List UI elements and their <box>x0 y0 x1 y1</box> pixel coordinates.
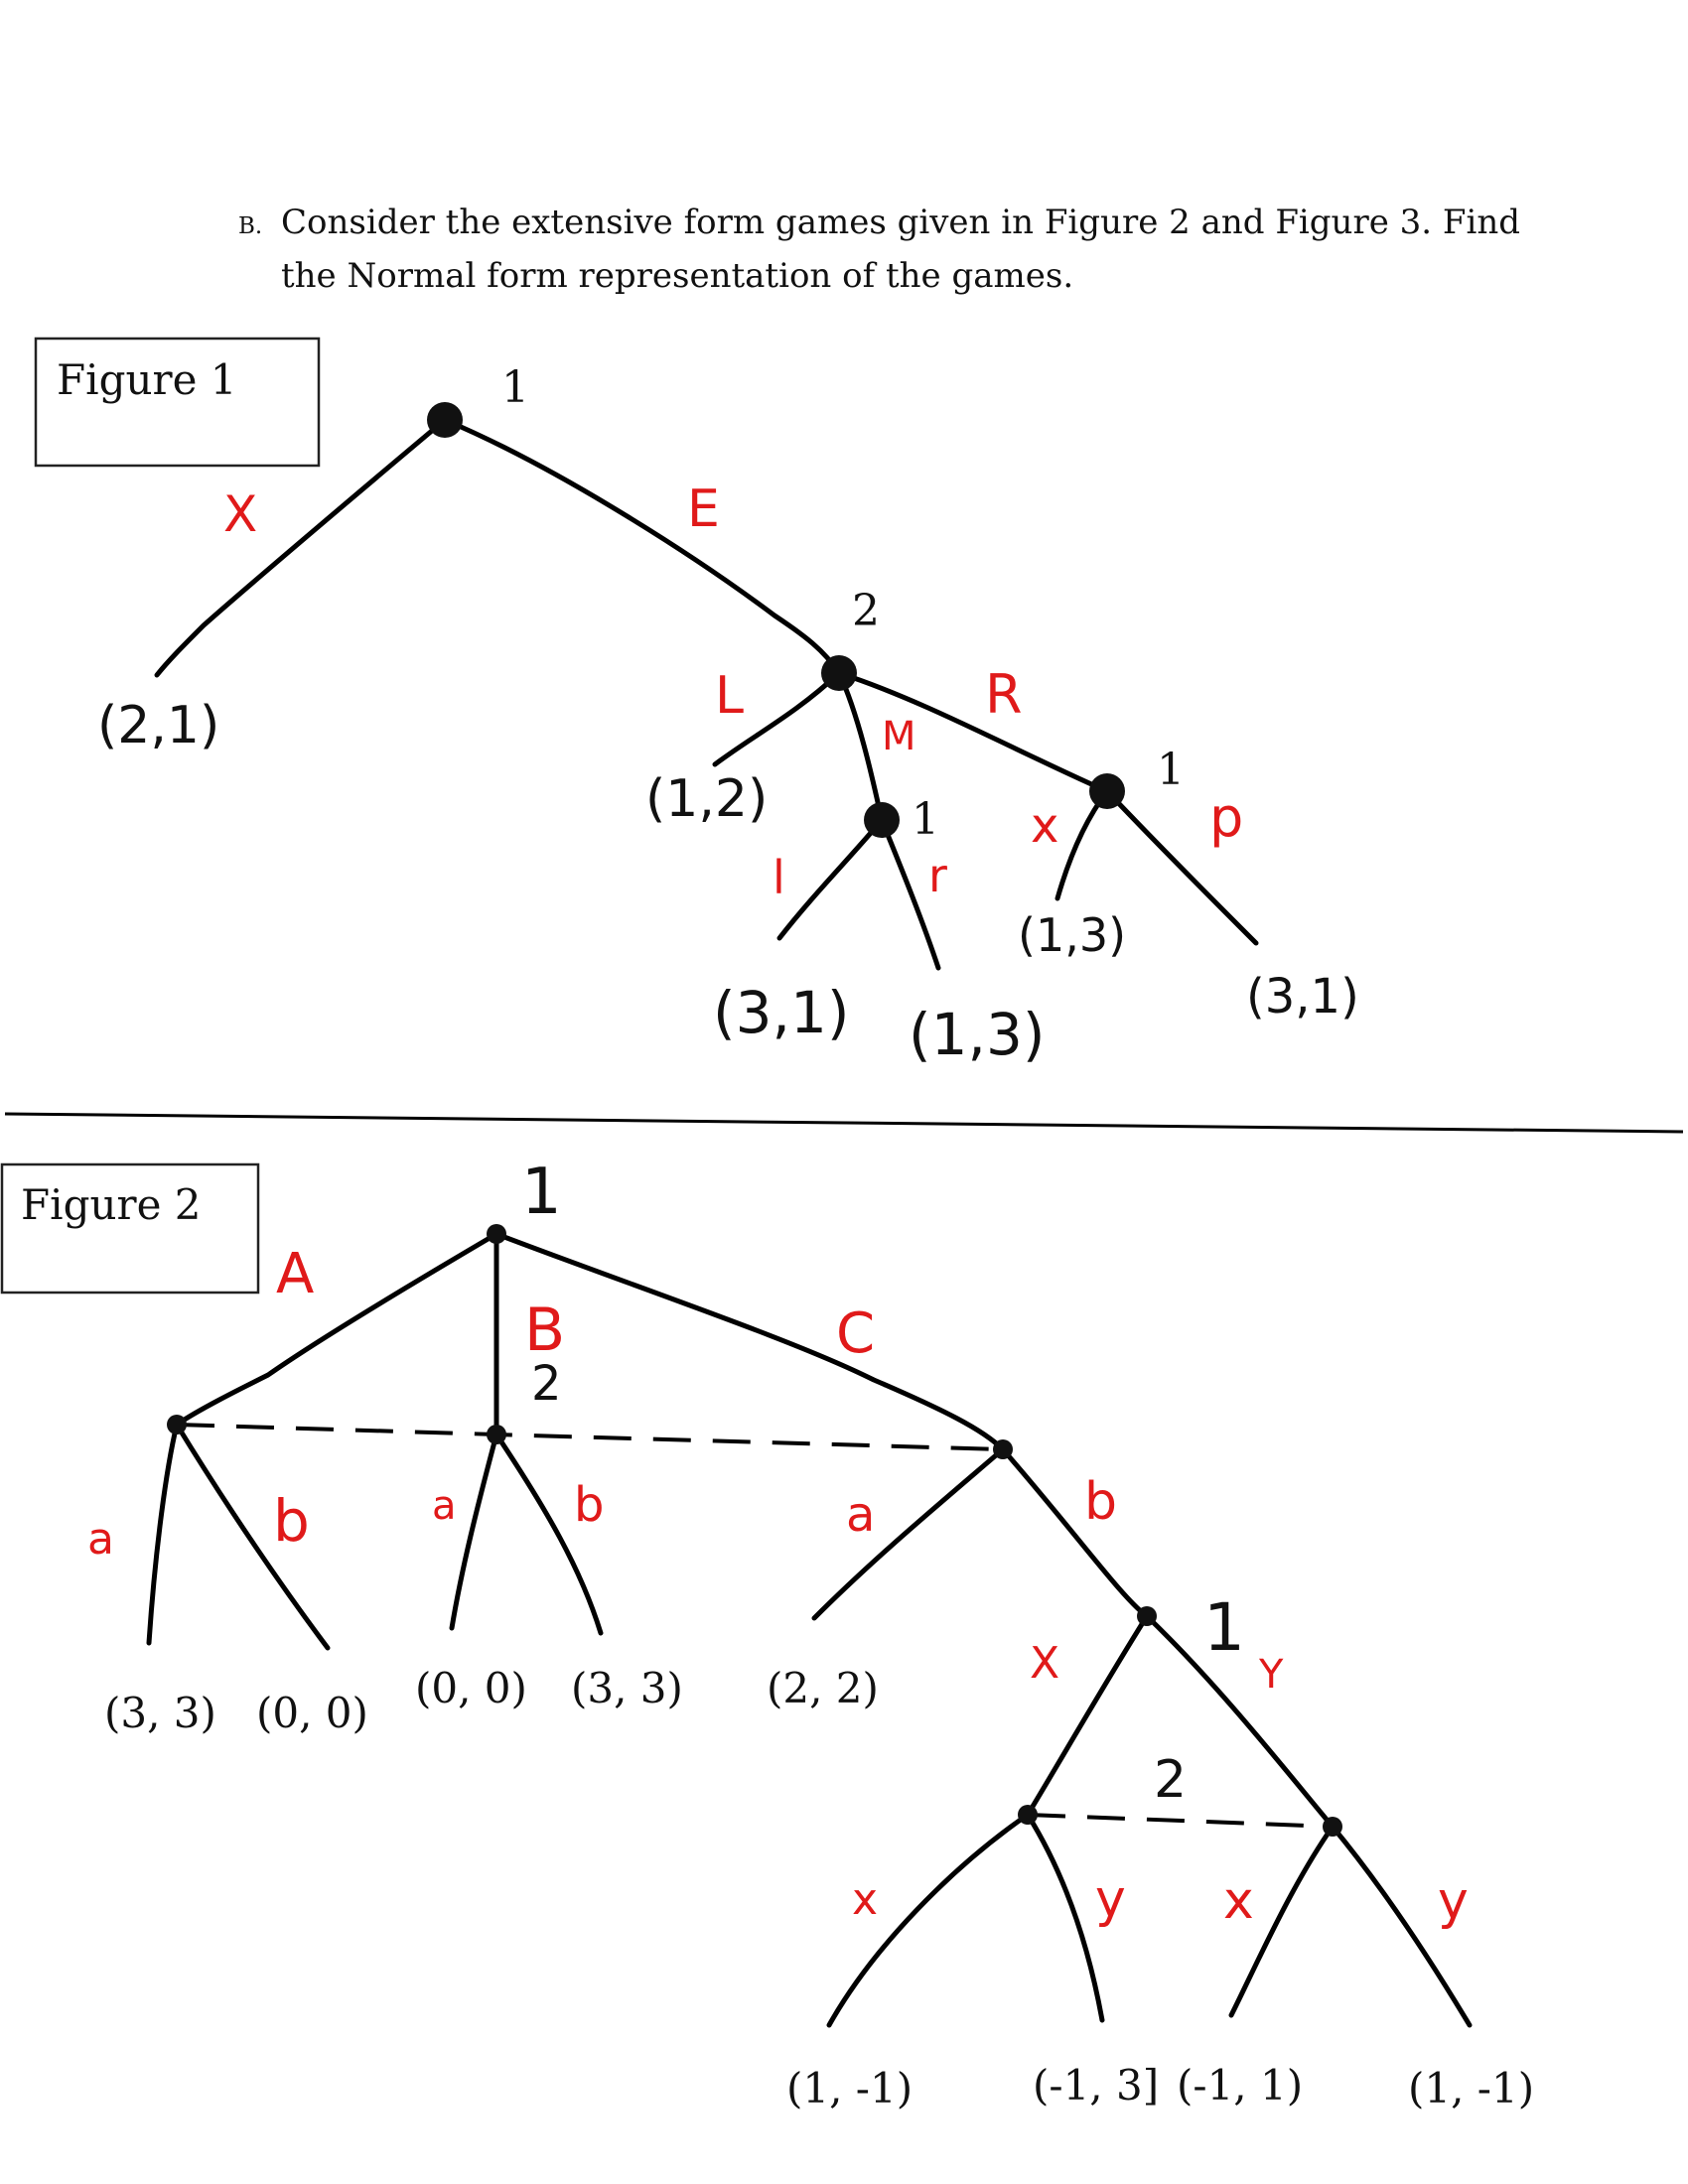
fig2-payoff-Ba: (0, 0) <box>415 1664 527 1712</box>
fig2-action-bC: b <box>1084 1472 1117 1532</box>
edge-r <box>879 817 941 971</box>
edge-E <box>442 417 842 676</box>
fig1-action-l: l <box>773 851 785 904</box>
fig1-player-n2: 2 <box>852 586 880 636</box>
fig1-player1-node-r <box>1089 773 1125 809</box>
fig2-node-A <box>167 1415 187 1434</box>
fig1-payoff-L: (1,2) <box>645 769 768 829</box>
edge-R <box>836 670 1110 794</box>
fig1-payoff-p: (3,1) <box>1246 969 1359 1024</box>
edge-l <box>776 817 885 941</box>
fig1-action-R: R <box>985 663 1023 726</box>
edge-Y-y <box>1330 1824 1473 2028</box>
fig2-payoff-Xy: (-1, 3] <box>1033 2061 1159 2110</box>
fig2-player-info2: 2 <box>531 1356 562 1412</box>
fig2-player-n1: 1 <box>1203 1589 1245 1666</box>
fig2-payoff-Ab: (0, 0) <box>256 1689 368 1737</box>
fig1-action-M: M <box>882 714 916 759</box>
fig2-player-root: 1 <box>521 1156 562 1229</box>
fig1-action-E: E <box>687 479 720 539</box>
edge-C-b <box>1000 1446 1150 1619</box>
problem-line-2: the Normal form representation of the ga… <box>281 256 1073 296</box>
fig2-payoff-Yy: (1, -1) <box>1408 2064 1534 2113</box>
figure-1-caption-box <box>34 337 321 468</box>
fig1-action-L: L <box>715 666 744 726</box>
figure-1: Figure 1 1 2 1 1 X E L M R l r x p (2,1)… <box>34 337 1359 1068</box>
edge-p <box>1104 788 1259 946</box>
fig2-action-x2: x <box>1223 1871 1254 1931</box>
fig1-action-X: X <box>223 485 257 543</box>
fig2-action-x1: x <box>852 1874 878 1925</box>
edge-X-x <box>826 1812 1031 2028</box>
fig2-action-bB: b <box>574 1477 604 1533</box>
figure-2-caption-box <box>0 1162 260 1295</box>
fig2-action-bA: b <box>273 1487 310 1555</box>
fig2-info-set-player2 <box>176 1423 1004 1451</box>
edge-A-a <box>146 1422 180 1646</box>
fig1-root-node <box>427 402 463 438</box>
fig2-payoff-Ca: (2, 2) <box>767 1664 879 1712</box>
edge-M <box>836 670 885 823</box>
fig1-player-n3: 1 <box>912 794 939 845</box>
edge-X <box>1025 1613 1150 1818</box>
fig2-payoff-Xx: (1, -1) <box>786 2064 913 2113</box>
edge-C-a <box>811 1446 1006 1621</box>
edge-L <box>712 670 842 767</box>
edge-B-b <box>493 1432 604 1636</box>
fig2-action-y1: y <box>1095 1869 1126 1929</box>
fig1-payoff-r: (1,3) <box>909 1001 1046 1068</box>
fig2-action-A: A <box>276 1242 314 1306</box>
edge-X <box>154 417 448 678</box>
edge-Y-x <box>1228 1824 1336 2018</box>
figure-2-caption: Figure 2 <box>21 1180 202 1229</box>
edge-A <box>174 1231 499 1428</box>
fig2-action-B: B <box>524 1296 565 1365</box>
problem-line-1: Consider the extensive form games given … <box>281 203 1520 242</box>
fig2-action-aC: a <box>846 1487 875 1543</box>
edge-Y <box>1144 1613 1336 1830</box>
fig2-payoff-Aa: (3, 3) <box>104 1689 216 1737</box>
fig2-action-y2: y <box>1438 1871 1469 1931</box>
fig2-node-B <box>487 1425 506 1444</box>
fig2-node-Cb <box>1137 1606 1157 1626</box>
fig1-payoff-X: (2,1) <box>97 696 219 755</box>
fig2-payoff-Yx: (-1, 1) <box>1177 2061 1303 2110</box>
fig2-payoff-Bb: (3, 3) <box>571 1664 683 1712</box>
edge-C <box>493 1231 1006 1452</box>
fig1-action-p: p <box>1209 786 1243 849</box>
fig2-player-info2b: 2 <box>1154 1750 1187 1810</box>
fig2-node-X <box>1018 1805 1038 1825</box>
fig1-player2-node <box>821 655 857 691</box>
fig1-player-root: 1 <box>501 362 529 413</box>
fig1-player-n4: 1 <box>1157 745 1185 795</box>
fig1-player1-node-m <box>864 802 900 838</box>
fig2-info-set-player2-lower <box>1027 1813 1334 1829</box>
fig2-root-node <box>487 1224 506 1244</box>
problem-label: B. <box>238 213 262 239</box>
figure-2: Figure 2 1 2 1 2 A <box>0 1156 1534 2113</box>
fig2-action-C: C <box>836 1301 875 1366</box>
figure-1-caption: Figure 1 <box>57 355 237 404</box>
fig1-action-r: r <box>928 849 947 902</box>
fig2-action-aB: a <box>432 1483 457 1529</box>
edge-A-b <box>174 1422 331 1651</box>
fig2-action-X: X <box>1030 1638 1059 1689</box>
fig2-node-Y <box>1323 1817 1342 1837</box>
edge-X-y <box>1025 1812 1105 2023</box>
fig1-action-x: x <box>1031 798 1058 854</box>
fig1-payoff-l: (3,1) <box>713 979 850 1046</box>
edge-B-a <box>449 1432 499 1631</box>
fig2-action-Y: Y <box>1258 1652 1284 1698</box>
fig2-action-aA: a <box>87 1514 114 1565</box>
fig2-node-C <box>993 1439 1013 1459</box>
fig1-payoff-x: (1,3) <box>1018 908 1126 962</box>
section-divider <box>4 1112 1684 1134</box>
